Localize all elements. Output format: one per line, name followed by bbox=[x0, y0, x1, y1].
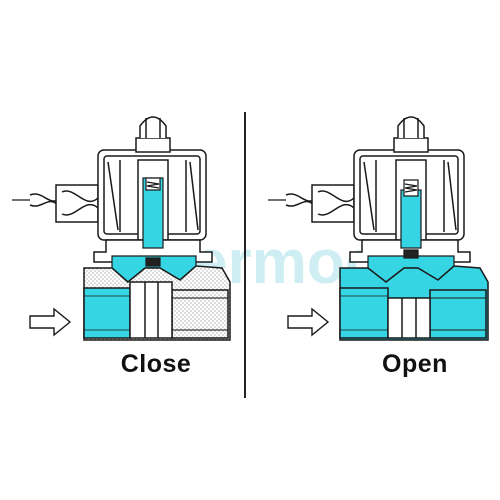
arrow-right-icon bbox=[287, 307, 330, 337]
valve-body-closed bbox=[83, 265, 231, 341]
arrow-right-icon bbox=[29, 307, 72, 337]
caption-open: Open bbox=[382, 350, 448, 378]
valve-body-open bbox=[339, 265, 489, 341]
fluid-closed bbox=[111, 177, 197, 283]
valve-closed bbox=[12, 116, 213, 263]
caption-close: Close bbox=[120, 350, 192, 378]
